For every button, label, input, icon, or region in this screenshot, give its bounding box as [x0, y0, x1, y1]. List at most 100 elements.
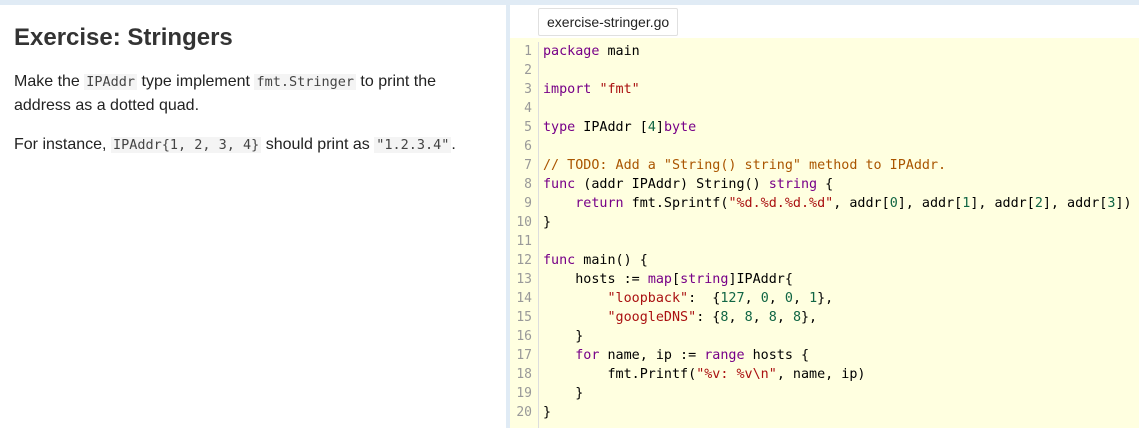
line-number: 18: [516, 367, 532, 382]
paragraph-text: type implement: [137, 73, 255, 90]
code-token: range: [704, 348, 745, 363]
line-number: 14: [516, 291, 532, 306]
code-token: },: [817, 291, 834, 306]
code-token: ,: [776, 310, 793, 325]
code-token: 8: [792, 310, 801, 325]
line-number: 13: [516, 272, 532, 287]
line-number: 11: [516, 234, 532, 249]
line-number: 3: [524, 82, 532, 97]
line-number: 9: [524, 196, 532, 211]
code-line[interactable]: 20}: [510, 403, 1139, 422]
code-token: (addr IPAddr) String(): [575, 177, 769, 192]
code-token: ,: [752, 310, 769, 325]
code-token: 8: [744, 310, 753, 325]
code-line[interactable]: 6: [510, 137, 1139, 156]
code-token: ], addr[: [897, 196, 963, 211]
code-token: map: [647, 272, 672, 287]
code-token: func: [543, 177, 576, 192]
code-line[interactable]: 13 hosts := map[string]IPAddr{: [510, 270, 1139, 289]
code-token: 1: [809, 291, 818, 306]
code-token: type: [543, 120, 576, 135]
code-token: ,: [728, 310, 745, 325]
top-strip: [0, 0, 1139, 5]
pane-divider[interactable]: [506, 5, 510, 428]
code-token: 127: [720, 291, 745, 306]
file-tab[interactable]: exercise-stringer.go: [538, 8, 679, 36]
code-token: byte: [663, 120, 697, 135]
inline-code: IPAddr{1, 2, 3, 4}: [110, 137, 262, 153]
inline-code: "1.2.3.4": [374, 137, 452, 153]
code-text: "loopback": {127, 0, 0, 1},: [543, 289, 834, 308]
code-token: ,: [744, 291, 761, 306]
code-text: // TODO: Add a "String() string" method …: [543, 156, 946, 175]
code-token: 8: [720, 310, 729, 325]
code-token: : {: [688, 291, 721, 306]
code-text: }: [543, 403, 551, 422]
code-token: return: [575, 196, 624, 211]
line-number: 10: [516, 215, 532, 230]
code-line[interactable]: 19 }: [510, 384, 1139, 403]
code-line[interactable]: 9 return fmt.Sprintf("%d.%d.%d.%d", addr…: [510, 194, 1139, 213]
line-number: 6: [524, 139, 532, 154]
line-number: 4: [524, 101, 532, 116]
line-number: 19: [516, 386, 532, 401]
code-line[interactable]: 2: [510, 61, 1139, 80]
line-number: 2: [524, 63, 532, 78]
code-token: : {: [696, 310, 721, 325]
code-text: func main() {: [543, 251, 648, 270]
code-token: "loopback": [607, 291, 689, 306]
code-token: ], addr[: [970, 196, 1035, 211]
line-number: 20: [516, 405, 532, 420]
code-text: }: [543, 384, 583, 403]
code-line[interactable]: 17 for name, ip := range hosts {: [510, 346, 1139, 365]
code-line[interactable]: 7// TODO: Add a "String() string" method…: [510, 156, 1139, 175]
code-text: import "fmt": [543, 80, 640, 99]
code-token: }: [543, 386, 584, 401]
code-line[interactable]: 18 fmt.Printf("%v: %v\n", name, ip): [510, 365, 1139, 384]
code-token: 4: [647, 120, 656, 135]
code-token: "%v: %v\n": [696, 367, 777, 382]
code-token: import: [543, 82, 592, 97]
code-token: ], addr[: [1042, 196, 1108, 211]
code-token: ,: [768, 291, 785, 306]
code-token: "%d.%d.%d.%d": [728, 196, 834, 211]
code-token: hosts {: [744, 348, 810, 363]
editor-tabbar: exercise-stringer.go: [510, 5, 1139, 38]
code-token: string: [768, 177, 818, 192]
code-token: ,: [792, 291, 810, 306]
line-number: 17: [516, 348, 532, 363]
code-line[interactable]: 14 "loopback": {127, 0, 0, 1},: [510, 289, 1139, 308]
code-token: for: [575, 348, 600, 363]
code-line[interactable]: 4: [510, 99, 1139, 118]
code-text: type IPAddr [4]byte: [543, 118, 696, 137]
code-line[interactable]: 15 "googleDNS": {8, 8, 8, 8},: [510, 308, 1139, 327]
code-line[interactable]: 16 }: [510, 327, 1139, 346]
code-line[interactable]: 3 import "fmt": [510, 80, 1139, 99]
code-line[interactable]: 11: [510, 232, 1139, 251]
line-number: 16: [516, 329, 532, 344]
code-token: [543, 348, 575, 363]
lesson-title: Exercise: Stringers: [14, 24, 233, 51]
lesson-paragraph: For instance, IPAddr{1, 2, 3, 4} should …: [14, 133, 484, 157]
code-line[interactable]: 10}: [510, 213, 1139, 232]
code-token: main: [599, 44, 640, 59]
code-text: return fmt.Sprintf("%d.%d.%d.%d", addr[0…: [543, 194, 1131, 213]
code-token: string: [680, 272, 729, 287]
paragraph-text: .: [451, 136, 456, 153]
paragraph-text: should print as: [261, 136, 375, 153]
line-number-gutter: [510, 42, 539, 428]
code-token: }: [543, 215, 552, 230]
code-token: 2: [1034, 196, 1043, 211]
code-token: func: [543, 253, 576, 268]
code-text: }: [543, 213, 551, 232]
code-token: 0: [760, 291, 769, 306]
code-token: fmt.Printf(: [543, 367, 697, 382]
code-text: for name, ip := range hosts {: [543, 346, 809, 365]
code-token: hosts :=: [543, 272, 648, 287]
